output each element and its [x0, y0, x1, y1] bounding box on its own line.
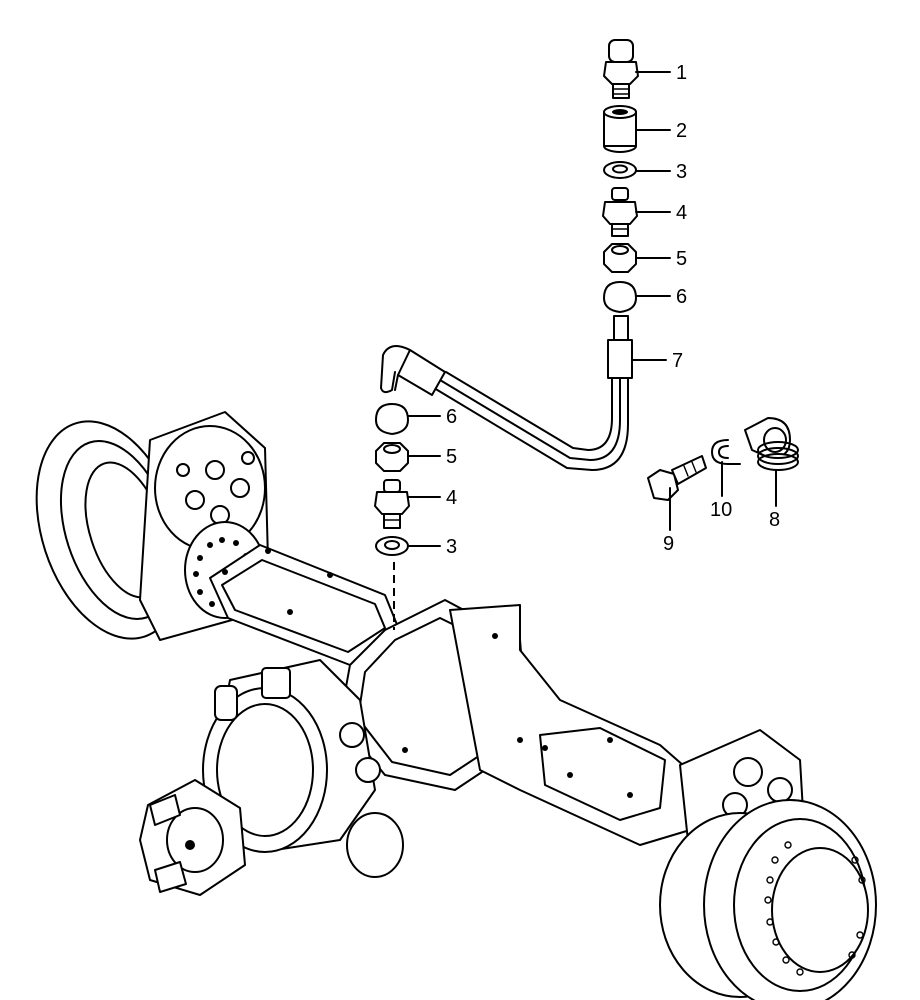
callout-2: 2 — [676, 120, 687, 142]
callouts: 1 2 3 4 5 6 7 6 5 4 3 9 10 8 — [407, 62, 780, 558]
callout-4-lower: 4 — [446, 487, 457, 509]
callout-3: 3 — [676, 161, 687, 183]
callout-7: 7 — [672, 350, 683, 372]
callout-3-lower: 3 — [446, 536, 457, 558]
part-5b-nut — [375, 442, 409, 472]
callout-10: 10 — [710, 499, 732, 521]
callout-5-lower: 5 — [446, 446, 457, 468]
part-9-bolt — [647, 455, 707, 501]
axle-beam-right — [449, 604, 701, 846]
callout-5: 5 — [676, 248, 687, 270]
left-wheel-hub — [35, 411, 269, 641]
callout-6-lower: 6 — [446, 406, 457, 428]
callout-9: 9 — [663, 533, 674, 555]
part-6b-olive — [375, 403, 409, 435]
part-1-breather — [603, 39, 639, 99]
axle-assembly — [35, 411, 877, 1000]
callout-8: 8 — [769, 509, 780, 531]
part-4a-adapter — [602, 187, 638, 237]
part-3a-washer — [603, 161, 637, 179]
part-7-hose — [380, 315, 633, 471]
callout-4: 4 — [676, 202, 687, 224]
callout-1: 1 — [676, 62, 687, 84]
part-8-clamp — [744, 417, 799, 471]
part-6a-olive — [603, 281, 637, 313]
part-2-sleeve — [603, 105, 637, 153]
part-3b-washer — [375, 536, 409, 556]
part-10-clip — [711, 439, 741, 465]
right-wheel-hub — [659, 729, 877, 1000]
part-5a-nut — [603, 243, 637, 273]
callout-6: 6 — [676, 286, 687, 308]
part-4b-adapter — [374, 479, 410, 529]
